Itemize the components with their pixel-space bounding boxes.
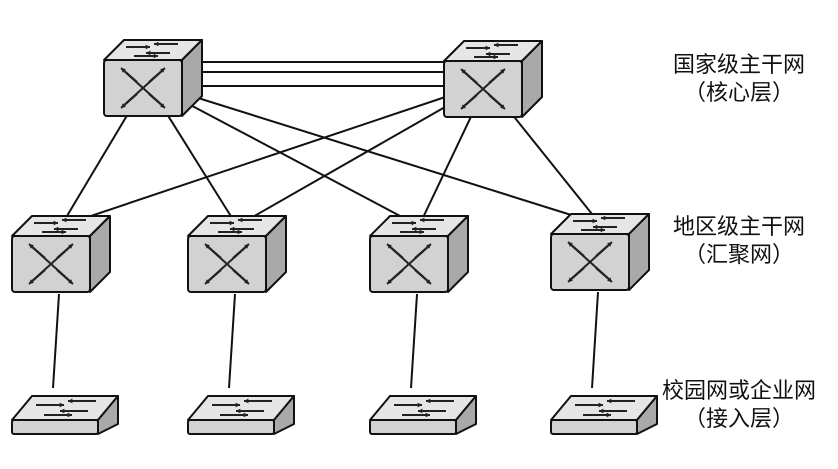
access-switch-icon — [550, 395, 658, 435]
devices-layer — [11, 39, 658, 435]
network-link — [146, 81, 601, 225]
aggregation-switch-icon — [369, 215, 469, 293]
access-layer-subtitle: （接入层） — [683, 407, 794, 432]
core-switch-icon — [443, 40, 543, 118]
aggregation-layer-label: 地区级主干网 （汇聚网） — [650, 214, 828, 270]
aggregation-layer-title: 地区级主干网 — [672, 215, 805, 240]
access-layer-label: 校园网或企业网 （接入层） — [640, 378, 838, 434]
access-switch-icon — [11, 395, 119, 435]
network-link — [228, 293, 236, 389]
core-layer-subtitle: （核心层） — [683, 81, 794, 106]
access-switch-icon — [187, 395, 295, 435]
core-switch-icon — [103, 39, 203, 117]
network-link — [60, 82, 488, 227]
network-link — [410, 293, 418, 389]
core-layer-label: 国家级主干网 （核心层） — [654, 52, 824, 108]
core-layer-title: 国家级主干网 — [672, 53, 805, 78]
aggregation-switch-icon — [11, 215, 111, 293]
access-switch-icon — [369, 395, 477, 435]
aggregation-switch-icon — [187, 215, 287, 293]
network-link — [52, 293, 60, 389]
aggregation-layer-subtitle: （汇聚网） — [683, 243, 794, 268]
access-layer-title: 校园网或企业网 — [661, 379, 816, 404]
aggregation-switch-icon — [550, 213, 650, 291]
network-link — [591, 291, 599, 389]
